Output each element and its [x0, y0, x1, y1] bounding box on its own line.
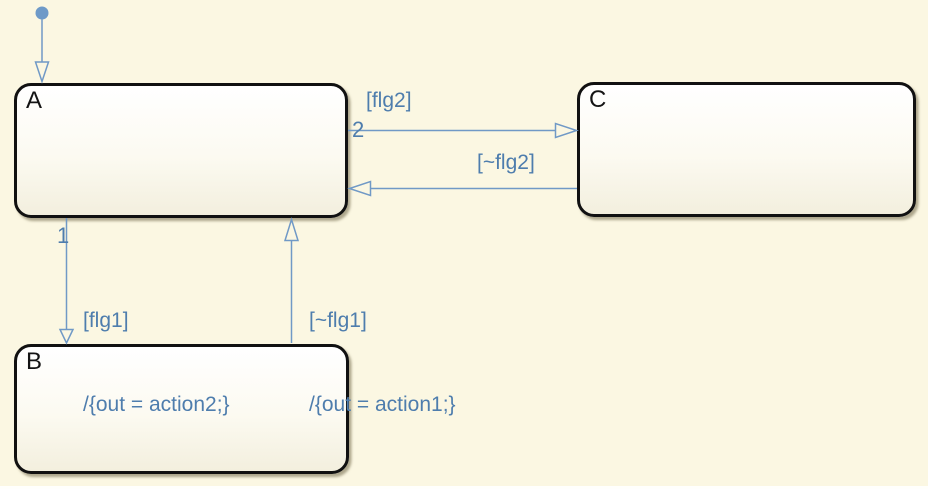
transition-c-to-a-condition-label[interactable]: [~flg2]	[477, 151, 535, 174]
transition-c-to-a[interactable]	[347, 180, 578, 197]
default-transition-dot-icon	[35, 6, 49, 20]
transition-default-to-a[interactable]	[34, 6, 50, 84]
state-c-label: C	[589, 86, 607, 113]
transition-b-to-a-action: /{out = action1;}	[309, 393, 456, 416]
state-b-label: B	[26, 348, 43, 375]
transition-b-to-a-condition: [~flg1]	[309, 309, 367, 332]
transition-b-to-a-label[interactable]: [~flg1] /{out = action1;}	[309, 251, 456, 475]
arrowhead-up-icon	[283, 216, 300, 242]
transition-a-to-b-condition: [flg1]	[83, 309, 129, 332]
state-b[interactable]: B	[14, 344, 349, 474]
state-c[interactable]: C	[577, 82, 916, 217]
state-a[interactable]: A	[14, 83, 348, 218]
state-a-label: A	[26, 87, 43, 114]
arrowhead-down-icon	[58, 328, 75, 345]
arrowhead-down-icon	[34, 61, 50, 84]
transition-a-to-b-action: /{out = action2;}	[83, 393, 230, 416]
transition-a-to-b-order-number: 1	[57, 223, 70, 248]
transition-a-to-b[interactable]	[58, 218, 75, 345]
transition-a-to-c[interactable]	[348, 122, 579, 139]
transition-a-to-c-condition-label[interactable]: [flg2]	[366, 89, 412, 112]
transition-b-to-a[interactable]	[283, 216, 300, 344]
canvas-bottom-edge	[0, 486, 928, 489]
transition-a-to-c-order-number: 2	[352, 117, 365, 142]
transition-a-to-b-label[interactable]: [flg1] /{out = action2;}	[83, 251, 230, 475]
arrowhead-right-icon	[554, 122, 579, 139]
arrowhead-left-icon	[347, 180, 372, 197]
